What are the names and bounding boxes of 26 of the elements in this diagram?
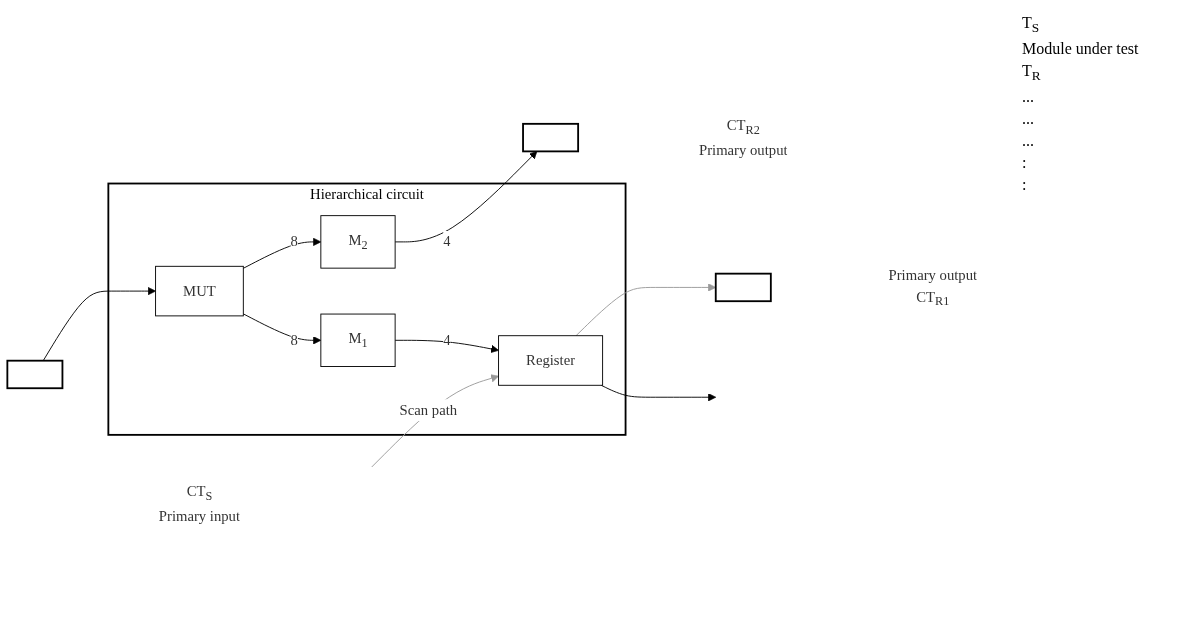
node-box: Register bbox=[498, 334, 604, 386]
note-label: : bbox=[1022, 154, 1028, 173]
node-label: CT$_{R1}$ bbox=[916, 288, 950, 308]
node-label: Primary input bbox=[158, 508, 241, 524]
node-label: CT$_{R2}$ bbox=[726, 116, 760, 136]
note-label: T$_{R}$ bbox=[1022, 62, 1042, 85]
node-box bbox=[6, 359, 64, 389]
node-box bbox=[522, 122, 580, 152]
edge-label: 4 bbox=[443, 331, 451, 348]
edge-label: 8 bbox=[290, 331, 298, 348]
note-label: T$_{S}$ bbox=[1022, 14, 1041, 37]
edge-label: Scan path bbox=[399, 401, 458, 418]
note-label: : bbox=[1022, 176, 1028, 195]
node-box: MUT bbox=[155, 265, 244, 316]
edge-label: 8 bbox=[290, 233, 298, 249]
node-box: M$_{1}$ bbox=[320, 313, 396, 367]
node-label: Primary output bbox=[888, 266, 978, 282]
node-label: CT$_{S}$ bbox=[186, 483, 213, 503]
note-label: ... bbox=[1022, 110, 1035, 129]
edge-label: 4 bbox=[443, 233, 451, 249]
note-label: ... bbox=[1022, 88, 1035, 107]
node-box: M$_{2}$ bbox=[320, 214, 396, 269]
note-label: ... bbox=[1022, 132, 1035, 151]
node-label: Primary output bbox=[699, 141, 788, 157]
node-box bbox=[714, 272, 772, 302]
note-label: Module under test bbox=[1022, 40, 1140, 59]
